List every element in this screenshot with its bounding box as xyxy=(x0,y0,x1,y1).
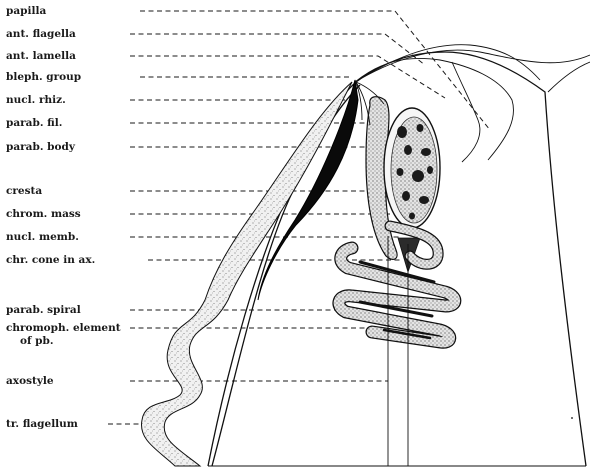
label-bleph-group: bleph. group xyxy=(6,71,81,83)
label-parab-body: parab. body xyxy=(6,141,76,153)
leader-ant-flagella xyxy=(130,34,425,65)
speck xyxy=(571,417,573,419)
label-parab-spiral: parab. spiral xyxy=(6,304,81,316)
label-column: papilla ant. flagella ant. lamella bleph… xyxy=(6,5,121,430)
label-chr-cone: chr. cone in ax. xyxy=(6,254,95,266)
cell-outline xyxy=(208,52,586,466)
label-parab-fil: parab. fil. xyxy=(6,117,62,129)
label-ant-lamella: ant. lamella xyxy=(6,50,76,62)
label-nucl-rhiz: nucl. rhiz. xyxy=(6,94,66,106)
leader-papilla xyxy=(140,11,490,130)
label-ant-flagella: ant. flagella xyxy=(6,28,76,40)
label-axostyle: axostyle xyxy=(6,375,54,387)
label-chrom-mass: chrom. mass xyxy=(6,208,81,220)
label-papilla: papilla xyxy=(6,5,46,17)
label-tr-flagellum: tr. flagellum xyxy=(6,418,78,430)
trailing-flagellum xyxy=(141,82,352,466)
label-chromoph-element: chromoph. element xyxy=(6,322,121,334)
ant-flagellum-4 xyxy=(548,62,590,92)
label-cresta: cresta xyxy=(6,185,42,197)
label-nucl-memb: nucl. memb. xyxy=(6,231,79,243)
cell-body xyxy=(208,52,586,466)
label-chromoph-element-line2: of pb. xyxy=(20,335,54,347)
parabasal-spiral xyxy=(339,226,455,342)
